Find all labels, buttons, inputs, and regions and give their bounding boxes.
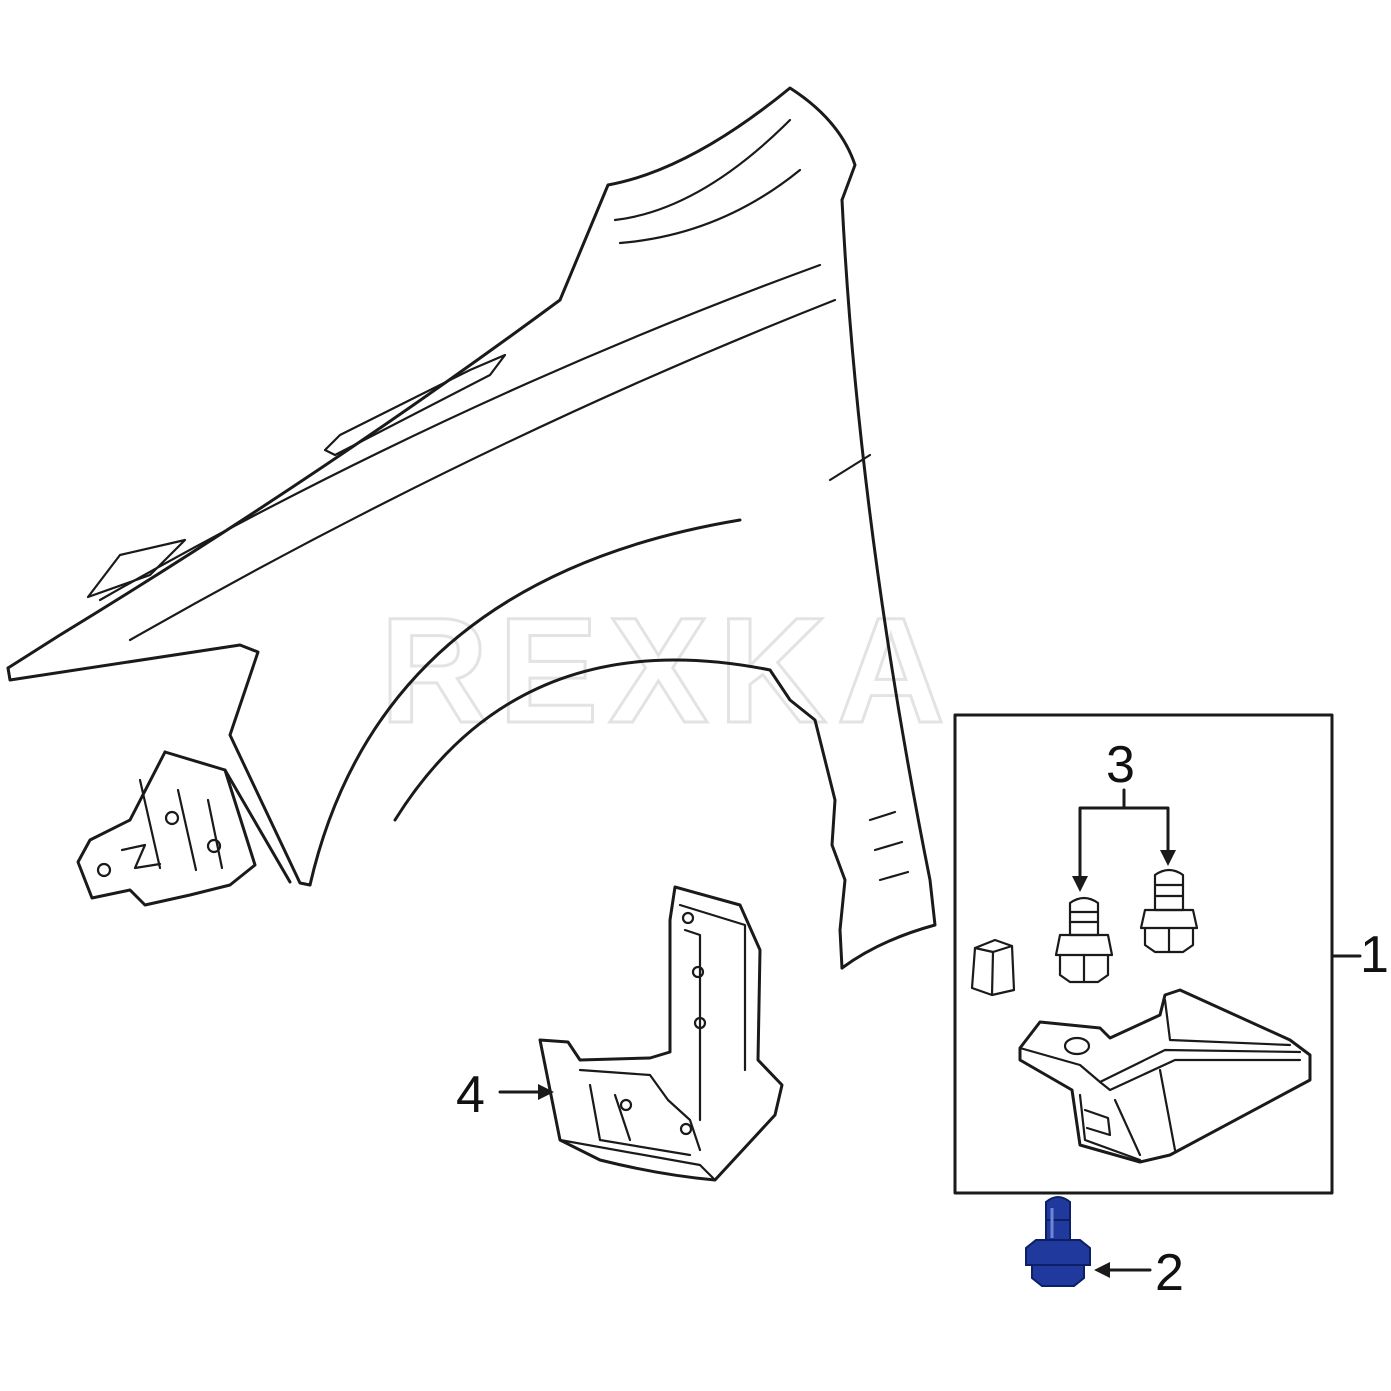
callout-label-4: 4 bbox=[456, 1066, 485, 1124]
callout-label-2: 2 bbox=[1155, 1244, 1184, 1302]
bolt-right bbox=[1139, 868, 1199, 954]
callout-4-leader bbox=[498, 1084, 554, 1100]
mud-flap-part bbox=[538, 885, 784, 1182]
callout-3-leader bbox=[1072, 788, 1176, 892]
fender-panel bbox=[6, 86, 937, 970]
callout-label-1: 1 bbox=[1360, 926, 1389, 984]
callout-label-3: 3 bbox=[1106, 736, 1135, 794]
kit-box bbox=[953, 713, 1334, 1195]
bolt-left bbox=[1054, 896, 1114, 984]
watermark-logo: REXKA bbox=[380, 586, 955, 754]
callout-2-leader bbox=[1094, 1262, 1152, 1278]
highlighted-bolt-part bbox=[1025, 1196, 1091, 1287]
clip-part bbox=[970, 938, 1016, 997]
bracket-part bbox=[1018, 988, 1312, 1164]
